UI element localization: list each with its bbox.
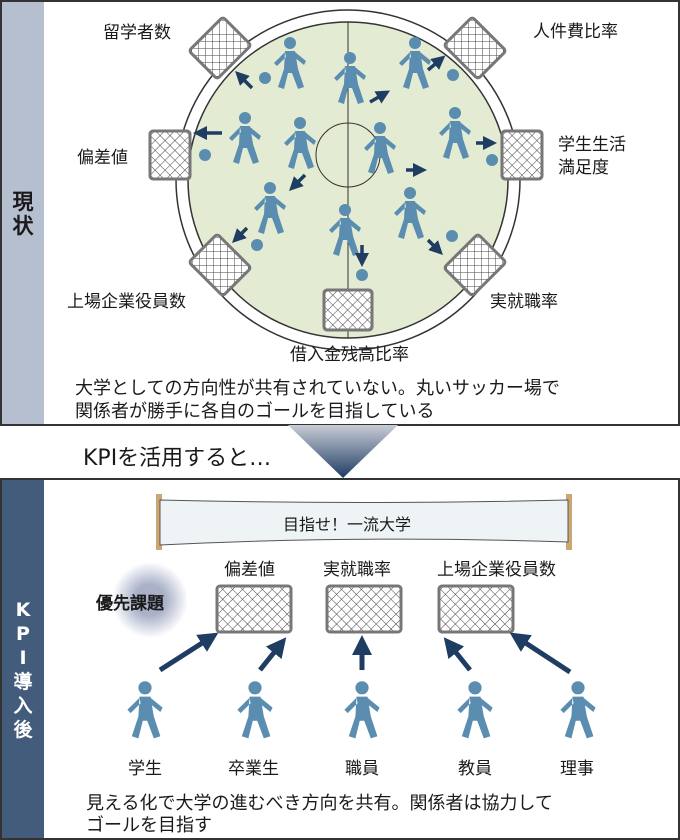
goal-satisfaction: [500, 129, 544, 181]
priority-goals: [215, 584, 515, 634]
transition-arrow: [288, 425, 398, 478]
current-side-label: 現状: [12, 190, 34, 238]
goal-label-study-abroad: 留学者数: [103, 23, 171, 43]
current-side-bar: 現状: [2, 2, 44, 424]
after-caption-1: 見える化で大学の進むべき方向を共有。関係者は協力して: [86, 793, 553, 814]
stakeholder-faculty: 教員: [458, 759, 492, 779]
stakeholder-student: 学生: [128, 759, 162, 779]
goal-label-satisfaction-2: 満足度: [558, 158, 609, 178]
goal-debt-ratio: [322, 288, 374, 332]
after-caption-2: ゴールを目指す: [86, 815, 212, 836]
scroll-banner: [156, 494, 572, 550]
current-caption-1: 大学としての方向性が共有されていない。丸いサッカー場で: [75, 378, 560, 399]
stakeholder-alumni: 卒業生: [228, 759, 279, 779]
balls: [199, 69, 498, 281]
goal-deviation: [148, 129, 192, 181]
stakeholder-staff: 職員: [345, 759, 379, 779]
goal-label-satisfaction-1: 学生生活: [558, 135, 626, 155]
goal-label-personnel-cost: 人件費比率: [533, 22, 618, 42]
priority-goal-employment: 実就職率: [323, 560, 391, 580]
priority-goal-deviation: 偏差値: [224, 560, 275, 580]
transition-label: KPIを活用すると…: [83, 446, 272, 471]
direction-arrows: [193, 55, 497, 267]
stakeholder-board: 理事: [560, 759, 594, 779]
stakeholder-arrows: [158, 632, 572, 675]
goal-label-deviation: 偏差値: [77, 148, 128, 168]
current-caption-2: 関係者が勝手に各自のゴールを目指している: [75, 401, 435, 422]
priority-goal-executives: 上場企業役員数: [437, 560, 556, 580]
priority-label: 優先課題: [96, 594, 164, 614]
priority-blur: [112, 562, 188, 638]
goal-label-executives: 上場企業役員数: [67, 292, 186, 312]
banner-text: 目指せ！一流大学: [283, 515, 412, 534]
goal-label-employment: 実就職率: [490, 292, 558, 312]
goal-label-debt-ratio: 借入金残高比率: [290, 345, 409, 365]
